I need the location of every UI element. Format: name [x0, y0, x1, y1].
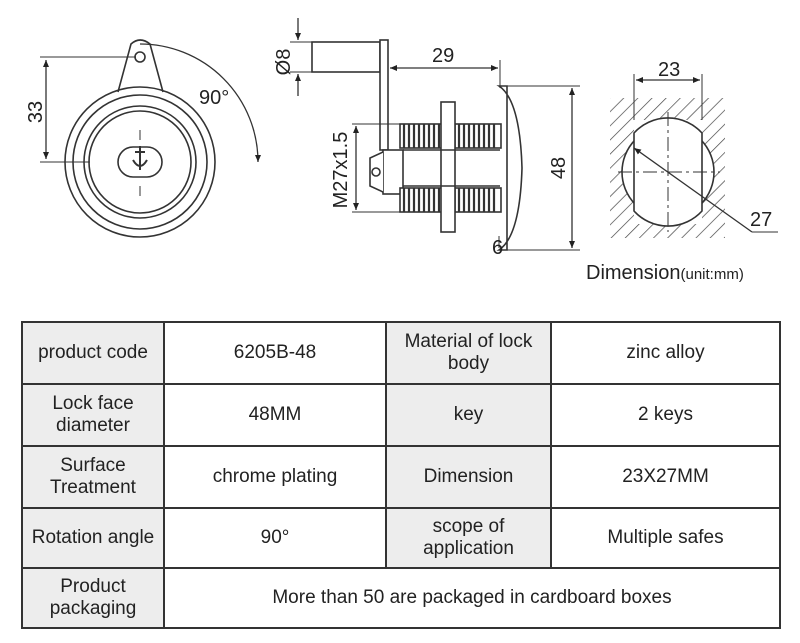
face-diameter-dim: 48 — [548, 157, 570, 179]
spec-value: Multiple safes — [550, 507, 781, 569]
spec-label: Dimension — [385, 445, 552, 509]
front-view — [40, 39, 261, 238]
spec-label: key — [385, 383, 552, 447]
thread-dim: M27x1.5 — [330, 132, 352, 209]
thread-teeth — [402, 124, 496, 212]
spec-value: 48MM — [163, 383, 387, 447]
front-height-dim: 33 — [25, 101, 47, 123]
cutout-height-dim: 27 — [750, 209, 772, 231]
caption-title: Dimension — [586, 262, 681, 284]
spec-label: scope of application — [385, 507, 552, 569]
front-angle-dim: 90° — [199, 87, 229, 109]
table-row: Product packaging More than 50 are packa… — [21, 567, 781, 629]
spec-value: 2 keys — [550, 383, 781, 447]
cutout-width-dim: 23 — [658, 59, 680, 81]
table-row: Lock face diameter 48MM key 2 keys — [21, 383, 781, 447]
spec-label: Rotation angle — [21, 507, 165, 569]
spec-value: 23X27MM — [550, 445, 781, 509]
cutout-view — [610, 74, 778, 238]
spec-label: Lock face diameter — [21, 383, 165, 447]
spec-value: More than 50 are packaged in cardboard b… — [163, 567, 781, 629]
spec-value: zinc alloy — [550, 321, 781, 385]
side-view-dimensions — [290, 18, 580, 251]
table-row: product code 6205B-48 Material of lock b… — [21, 321, 781, 385]
spec-value: chrome plating — [163, 445, 387, 509]
spec-value: 90° — [163, 507, 387, 569]
table-row: Surface Treatment chrome plating Dimensi… — [21, 445, 781, 509]
table-row: Rotation angle 90° scope of application … — [21, 507, 781, 569]
flange-dim: 6 — [492, 237, 503, 259]
spec-label: product code — [21, 321, 165, 385]
technical-drawing: 33 90° — [25, 18, 778, 259]
pin-diameter-dim: Ø8 — [273, 49, 295, 76]
spec-label: Material of lock body — [385, 321, 552, 385]
caption-unit: (unit:mm) — [680, 266, 744, 283]
spec-label: Product packaging — [21, 567, 165, 629]
spec-value: 6205B-48 — [163, 321, 387, 385]
spec-table: product code 6205B-48 Material of lock b… — [21, 321, 781, 629]
length-dim: 29 — [432, 45, 454, 67]
dimension-caption: Dimension(unit:mm) — [586, 262, 744, 285]
spec-label: Surface Treatment — [21, 445, 165, 509]
